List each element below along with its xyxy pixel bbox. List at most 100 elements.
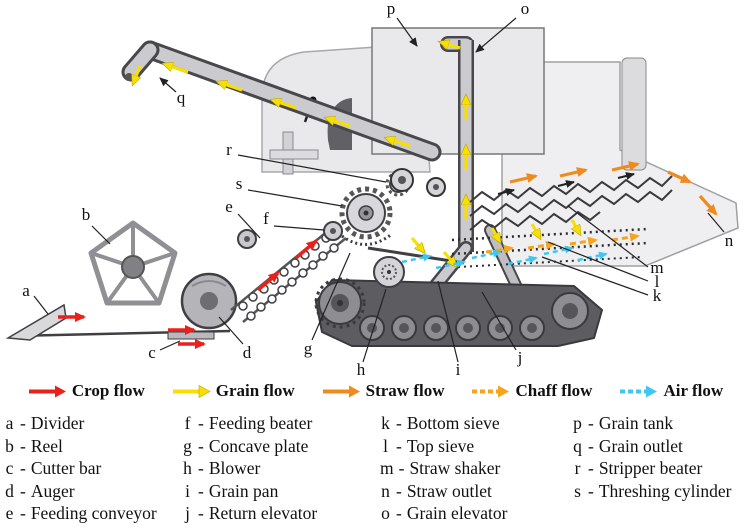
leader-f bbox=[273, 225, 325, 231]
label-c: c bbox=[148, 340, 181, 362]
leader-s bbox=[247, 189, 343, 207]
part-entry: s-Threshing cylinder bbox=[572, 480, 750, 503]
leader-b bbox=[91, 225, 111, 245]
air-flow-arrows bbox=[401, 245, 608, 270]
part-entry: j-Return elevator bbox=[182, 502, 380, 525]
part-key: l bbox=[383, 435, 388, 456]
label-p-text: p bbox=[387, 0, 396, 18]
label-d: d bbox=[218, 316, 252, 362]
drive-pulleys bbox=[390, 168, 446, 197]
part-label: Grain pan bbox=[208, 480, 279, 501]
part-label: Grain outlet bbox=[598, 435, 683, 456]
part-separator: - bbox=[198, 503, 204, 523]
air-flow-arrow-icon bbox=[620, 385, 658, 397]
part-key: c bbox=[5, 458, 14, 478]
label-b: b bbox=[82, 205, 111, 245]
leader-e bbox=[237, 213, 261, 239]
label-c-text: c bbox=[148, 343, 156, 362]
straw-flow-arrows bbox=[509, 161, 718, 216]
part-key: o bbox=[381, 503, 390, 523]
combine-harvester-diagram: a b c d e f g h i j k l m n o p q r s bbox=[5, 0, 739, 379]
label-n-text: n bbox=[725, 231, 734, 250]
feeding-conveyor bbox=[230, 225, 347, 323]
part-label: Return elevator bbox=[208, 503, 318, 523]
part-key: j bbox=[185, 503, 190, 523]
part-key: g bbox=[183, 435, 192, 456]
part-label: Threshing cylinder bbox=[598, 480, 732, 501]
label-k: k bbox=[541, 256, 662, 305]
leader-g bbox=[311, 252, 351, 341]
label-r: r bbox=[226, 140, 387, 183]
leader-k bbox=[541, 256, 649, 296]
part-key: m bbox=[380, 458, 394, 478]
part-entry: h-Blower bbox=[182, 457, 380, 480]
machine-drawing: a b c d e f g h i j k l m n o p q r s bbox=[5, 0, 739, 379]
label-m-text: m bbox=[650, 258, 663, 277]
part-label: Feeding beater bbox=[208, 413, 313, 433]
part-key: r bbox=[574, 458, 581, 478]
part-label: Stripper beater bbox=[598, 458, 703, 478]
parts-column-4: p-Grain tank q-Grain outlet r-Stripper b… bbox=[572, 412, 750, 525]
part-key: h bbox=[183, 458, 192, 478]
label-h-text: h bbox=[357, 360, 366, 376]
label-f: f bbox=[263, 209, 325, 231]
part-entry: m-Straw shaker bbox=[380, 457, 572, 480]
part-separator: - bbox=[20, 435, 26, 456]
part-separator: - bbox=[20, 480, 26, 501]
part-key: s bbox=[574, 480, 581, 501]
part-entry: g-Concave plate bbox=[182, 435, 380, 458]
leader-l bbox=[547, 241, 649, 282]
part-label: Blower bbox=[208, 458, 261, 478]
part-entry: o-Grain elevator bbox=[380, 502, 572, 525]
part-entry: r-Stripper beater bbox=[572, 457, 750, 480]
leader-c bbox=[159, 340, 181, 351]
leader-q bbox=[159, 77, 177, 93]
label-k-text: k bbox=[653, 286, 662, 305]
part-entry: c-Cutter bar bbox=[4, 457, 182, 480]
leader-m bbox=[567, 205, 649, 268]
part-entry: b-Reel bbox=[4, 435, 182, 458]
cutter-bar bbox=[167, 331, 215, 340]
legend-label: Air flow bbox=[663, 381, 724, 400]
crop-flow-arrow-icon bbox=[28, 385, 66, 397]
label-q-text: q bbox=[177, 88, 186, 107]
label-p: p bbox=[387, 0, 418, 47]
legend-label: Straw flow bbox=[365, 381, 445, 400]
part-label: Divider bbox=[30, 413, 85, 433]
parts-column-2: f-Feeding beater g-Concave plate h-Blowe… bbox=[182, 412, 380, 525]
legend-item-crop-flow: Crop flow bbox=[27, 381, 145, 401]
part-entry: n-Straw outlet bbox=[380, 480, 572, 503]
grain-flow-arrows bbox=[133, 42, 582, 266]
part-separator: - bbox=[396, 480, 402, 501]
leader-j bbox=[481, 291, 517, 351]
legend-label: Grain flow bbox=[215, 381, 295, 400]
part-separator: - bbox=[588, 458, 594, 478]
part-key: k bbox=[381, 413, 390, 433]
label-g-text: g bbox=[304, 339, 313, 358]
label-d-text: d bbox=[243, 343, 252, 362]
legend-item-air-flow: Air flow bbox=[618, 381, 723, 401]
drive-sprocket-teeth bbox=[314, 277, 366, 329]
concave-plate bbox=[341, 232, 393, 246]
legend-label: Chaff flow bbox=[515, 381, 593, 400]
label-e-text: e bbox=[225, 197, 233, 216]
part-label: Reel bbox=[30, 435, 63, 456]
top-sieve bbox=[451, 227, 649, 242]
legend-item-grain-flow: Grain flow bbox=[171, 381, 295, 401]
reel bbox=[88, 220, 178, 306]
part-key: d bbox=[5, 480, 14, 501]
diagram-labels: a b c d e f g h i j k l m n o p q r s bbox=[22, 0, 734, 379]
leader-i bbox=[437, 280, 459, 363]
part-label: Top sieve bbox=[406, 435, 475, 456]
sieves bbox=[451, 227, 649, 268]
part-entry: q-Grain outlet bbox=[572, 435, 750, 458]
leader-o bbox=[475, 17, 517, 53]
label-m: m bbox=[567, 205, 664, 277]
leader-a bbox=[33, 295, 49, 315]
part-key: i bbox=[185, 480, 190, 501]
part-key: a bbox=[5, 413, 14, 433]
part-separator: - bbox=[398, 458, 405, 478]
part-separator: - bbox=[588, 480, 594, 501]
part-separator: - bbox=[20, 503, 26, 523]
